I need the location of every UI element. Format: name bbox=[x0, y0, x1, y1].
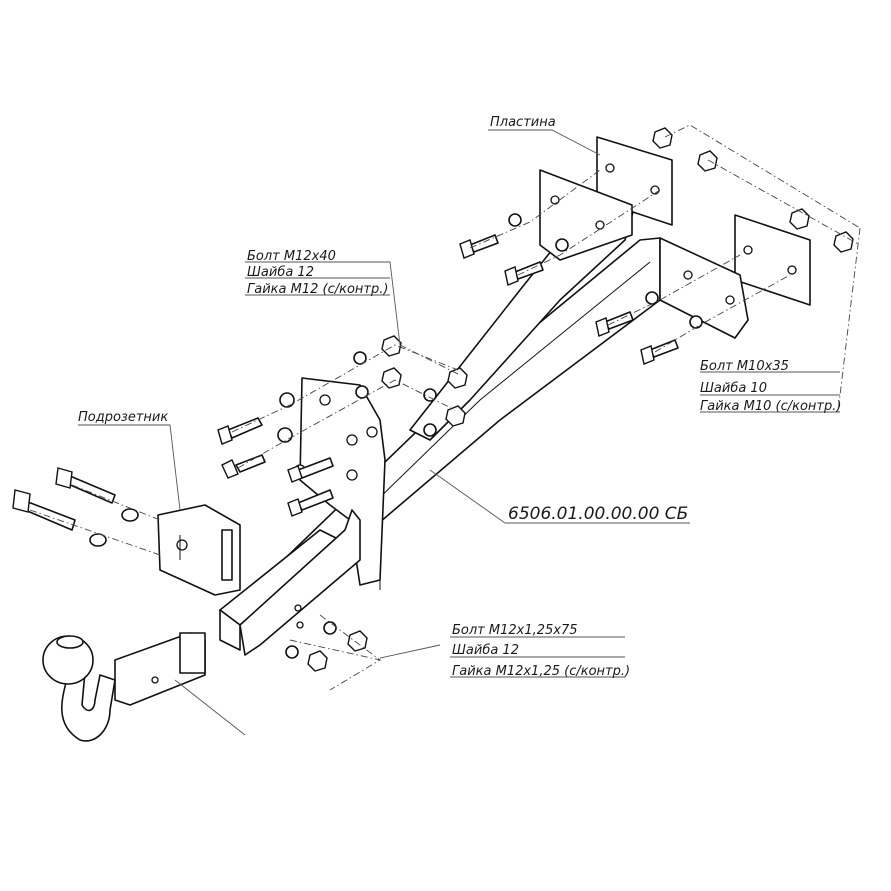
assembly-lines bbox=[29, 124, 861, 691]
tow-ball bbox=[42, 632, 206, 742]
label-nut-m12: Гайка М12 (с/контр.) bbox=[247, 282, 388, 297]
top-bracket-2 bbox=[659, 237, 749, 339]
lower-plate-1 bbox=[219, 529, 341, 651]
label-bolt-m12x125x75: Болт М12х1,25х75 bbox=[452, 623, 578, 638]
bolt-top-1 bbox=[459, 234, 499, 259]
label-plastina: Пластина bbox=[490, 115, 556, 130]
bolt-m12x40-3 bbox=[287, 457, 334, 483]
bolt-m12x40-1 bbox=[217, 417, 263, 445]
nuts bbox=[307, 127, 854, 672]
leader-lines bbox=[78, 129, 840, 736]
top-plate-2 bbox=[734, 214, 811, 306]
label-bolt-m10x35: Болт М10х35 bbox=[700, 359, 789, 374]
label-podrozetnik: Подрозетник bbox=[78, 410, 168, 425]
label-washer-12-a: Шайба 12 bbox=[247, 265, 314, 280]
bolt-socket-2 bbox=[12, 489, 76, 531]
top-bracket-1 bbox=[539, 169, 633, 261]
label-bolt-m12x40: Болт М12х40 bbox=[247, 249, 336, 264]
bolt-m12x40-4 bbox=[287, 489, 334, 517]
side-bracket bbox=[294, 377, 386, 586]
label-assembly-number: 6506.01.00.00.00 СБ bbox=[508, 504, 688, 524]
label-nut-m10: Гайка М10 (с/контр.) bbox=[700, 399, 841, 414]
lower-plate-2 bbox=[239, 509, 361, 656]
washers bbox=[89, 213, 703, 659]
bolt-m10x35-2 bbox=[640, 339, 679, 365]
socket-plate bbox=[157, 504, 241, 596]
label-washer-10: Шайба 10 bbox=[700, 381, 767, 396]
bolt-socket-1 bbox=[55, 467, 116, 504]
bolt-m12x40-2 bbox=[221, 454, 266, 479]
label-nut-m12x125: Гайка М12х1,25 (с/контр.) bbox=[452, 664, 630, 679]
label-washer-12-b: Шайба 12 bbox=[452, 643, 519, 658]
